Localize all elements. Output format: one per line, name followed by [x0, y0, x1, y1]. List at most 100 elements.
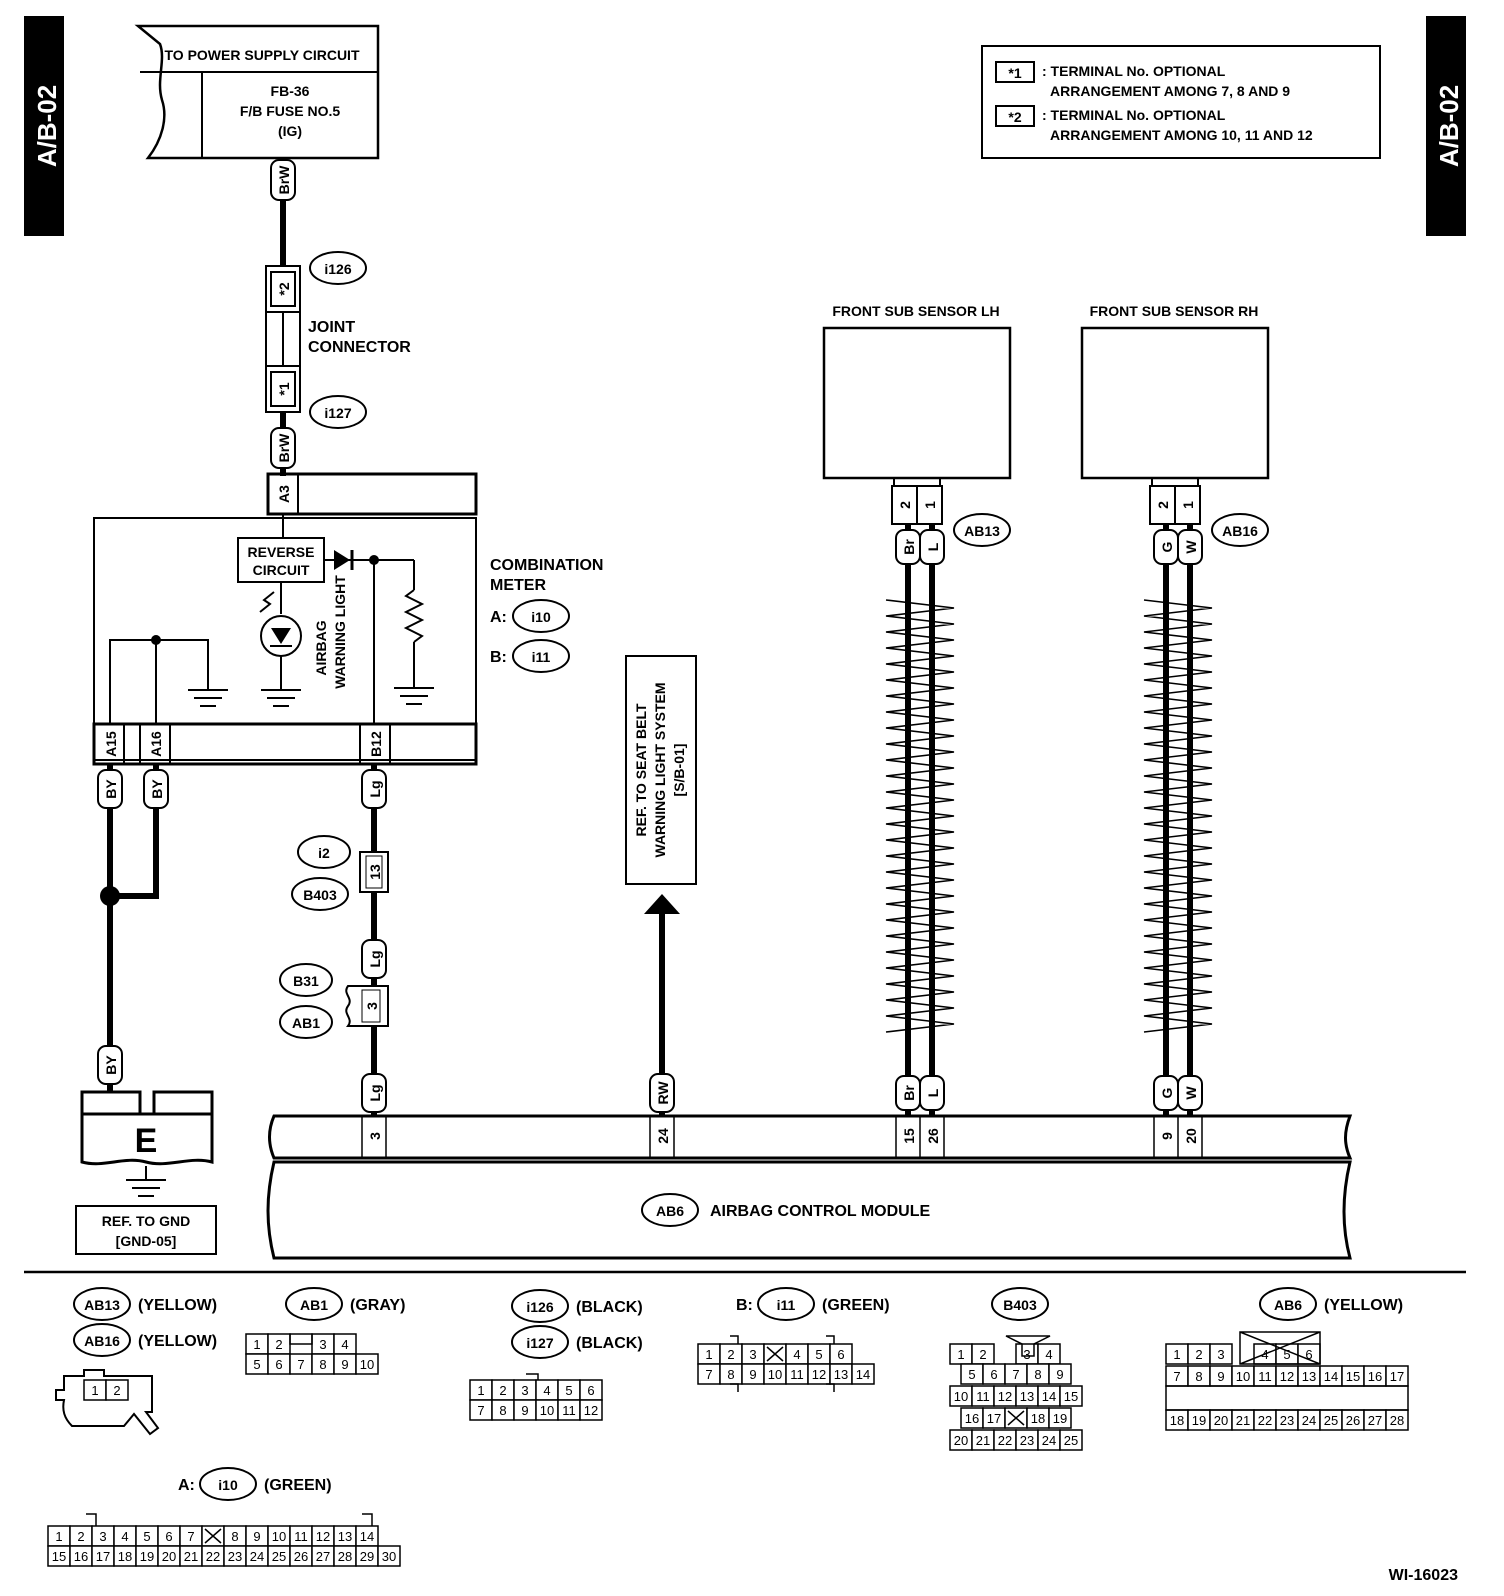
- svg-text:2: 2: [897, 501, 913, 509]
- power-line2: F/B FUSE NO.5: [240, 103, 341, 119]
- svg-text:Br: Br: [901, 1085, 917, 1101]
- b403-view-pin: 12: [998, 1389, 1012, 1404]
- svg-text:i127: i127: [526, 1335, 553, 1351]
- joint-mark-1: *1: [276, 382, 292, 395]
- view-i10: A: i10 (GREEN): [178, 1467, 332, 1501]
- wire-labels-sensors: Br L G W Br L G W: [895, 529, 1203, 1111]
- view-b403: B403: [991, 1287, 1049, 1321]
- b403-view-pin: 17: [987, 1411, 1001, 1426]
- combination-meter: A3 A15 A16 B12 REVERSE CIRCUIT: [92, 472, 603, 766]
- i11-view-cell: [851, 1363, 875, 1385]
- svg-text:G: G: [1159, 1087, 1175, 1098]
- ab6-view-pin: 14: [1324, 1369, 1338, 1384]
- view-ab1: AB1 (GRAY): [285, 1287, 405, 1321]
- svg-text:2: 2: [1155, 501, 1171, 509]
- i126-view-pin: 4: [543, 1383, 550, 1398]
- b403-view-pin: 3: [1023, 1347, 1030, 1362]
- i126-view-pin: 11: [562, 1403, 576, 1418]
- ab1-view-pin: 7: [297, 1357, 304, 1372]
- module-pin-26: 26: [925, 1128, 941, 1144]
- b403-view-cell: [1048, 1407, 1072, 1429]
- i10-view-pin: 30: [382, 1549, 396, 1564]
- page-tab-left: A/B-02: [32, 85, 62, 167]
- connector-housing-outline: [1165, 1385, 1409, 1411]
- connector-housing-outline: [289, 1333, 313, 1345]
- seatbelt-ref-2: WARNING LIGHT SYSTEM: [652, 683, 668, 858]
- svg-text:(GRAY): (GRAY): [350, 1297, 405, 1314]
- b403-view-pin: 16: [965, 1411, 979, 1426]
- i10-view-pin: 8: [231, 1529, 238, 1544]
- svg-text:L: L: [925, 1088, 941, 1097]
- i10-view-pin: 12: [316, 1529, 330, 1544]
- ab1-view-pin: 5: [253, 1357, 260, 1372]
- ab1-view-pin: 10: [360, 1357, 374, 1372]
- svg-text:G: G: [1159, 541, 1175, 552]
- i10-view-pin: 4: [121, 1529, 128, 1544]
- b403-view-pin: 24: [1042, 1433, 1056, 1448]
- ab6-view-pin: 24: [1302, 1413, 1316, 1428]
- svg-text:Lg: Lg: [367, 1084, 383, 1101]
- b403-view-pin: 9: [1056, 1367, 1063, 1382]
- i126-view-pin: 12: [584, 1403, 598, 1418]
- i126-view-pin: 10: [540, 1403, 554, 1418]
- twisted-pair-wires: [885, 524, 1213, 1116]
- b403-view-pin: 22: [998, 1433, 1012, 1448]
- meter-a-id: i10: [531, 609, 551, 625]
- lamp-label-2: WARNING LIGHT: [332, 575, 348, 689]
- reverse-circuit-2: CIRCUIT: [253, 562, 310, 578]
- svg-text:(BLACK): (BLACK): [576, 1335, 643, 1352]
- svg-text:RW: RW: [655, 1081, 671, 1105]
- b403-view-pin: 5: [968, 1367, 975, 1382]
- i10-view-pin: 13: [338, 1529, 352, 1544]
- wire-label-brw-bottom: BrW: [270, 427, 296, 469]
- sensor-rh-label: FRONT SUB SENSOR RH: [1090, 303, 1259, 319]
- ab6-view-pin: 20: [1214, 1413, 1228, 1428]
- power-title: TO POWER SUPPLY CIRCUIT: [165, 47, 360, 63]
- connector-b403: B403: [303, 887, 337, 903]
- ab1-view-pin: 9: [341, 1357, 348, 1372]
- svg-text:AB13: AB13: [84, 1297, 120, 1313]
- wire-label-by-3: BY: [103, 1055, 119, 1075]
- connector-housing-outline: [1239, 1331, 1321, 1365]
- connector-ab6: AB6: [656, 1203, 684, 1219]
- i11-view-pin: 8: [727, 1367, 734, 1382]
- b403-view-pin: 15: [1064, 1389, 1078, 1404]
- svg-text:AB6: AB6: [1274, 1297, 1302, 1313]
- i10-view-pin: 10: [272, 1529, 286, 1544]
- reverse-circuit-1: REVERSE: [248, 544, 315, 560]
- b403-view-pin: 1: [957, 1347, 964, 1362]
- i10-view-pin: 6: [165, 1529, 172, 1544]
- svg-text:i126: i126: [526, 1299, 553, 1315]
- i10-view-pin: 19: [140, 1549, 154, 1564]
- svg-text:i11: i11: [777, 1297, 796, 1313]
- joint-mark-2: *2: [276, 282, 292, 295]
- i11-view-pin: 10: [768, 1367, 782, 1382]
- module-pin-9: 9: [1159, 1132, 1175, 1140]
- svg-text:(GREEN): (GREEN): [264, 1477, 332, 1494]
- i11-view-pin: 4: [793, 1347, 800, 1362]
- svg-text:(YELLOW): (YELLOW): [138, 1297, 217, 1314]
- power-line1: FB-36: [271, 83, 310, 99]
- i10-view-pin: 17: [96, 1549, 110, 1564]
- meter-title-2: METER: [490, 577, 546, 594]
- meter-title-1: COMBINATION: [490, 557, 603, 574]
- ab6-view-pin: 1: [1173, 1347, 1180, 1362]
- legend-mark-2: *2: [1008, 109, 1021, 125]
- ab6-view-pin: 28: [1390, 1413, 1404, 1428]
- ab6-view-pin: 17: [1390, 1369, 1404, 1384]
- page-tab-right-bg: [1426, 16, 1466, 236]
- b403-view-pin: 23: [1020, 1433, 1034, 1448]
- connector-ab16: AB16: [1222, 523, 1258, 539]
- ab6-view-pin: 27: [1368, 1413, 1382, 1428]
- i10-view-pin: 16: [74, 1549, 88, 1564]
- b403-view-blank-pin: [1007, 1410, 1025, 1426]
- b403-view-pin: 18: [1031, 1411, 1045, 1426]
- ab6-view-pin: 12: [1280, 1369, 1294, 1384]
- svg-text:B403: B403: [1003, 1297, 1037, 1313]
- wire-lg: Lg 13 i2 B403 Lg 3 B31 AB1 Lg: [279, 764, 389, 1116]
- svg-text:BrW: BrW: [276, 433, 292, 463]
- meter-a-prefix: A:: [490, 609, 507, 626]
- legend-text-1a: : TERMINAL No. OPTIONAL: [1042, 63, 1226, 79]
- twist-lh: [885, 599, 955, 1033]
- ab6-view-pin: 6: [1305, 1347, 1312, 1362]
